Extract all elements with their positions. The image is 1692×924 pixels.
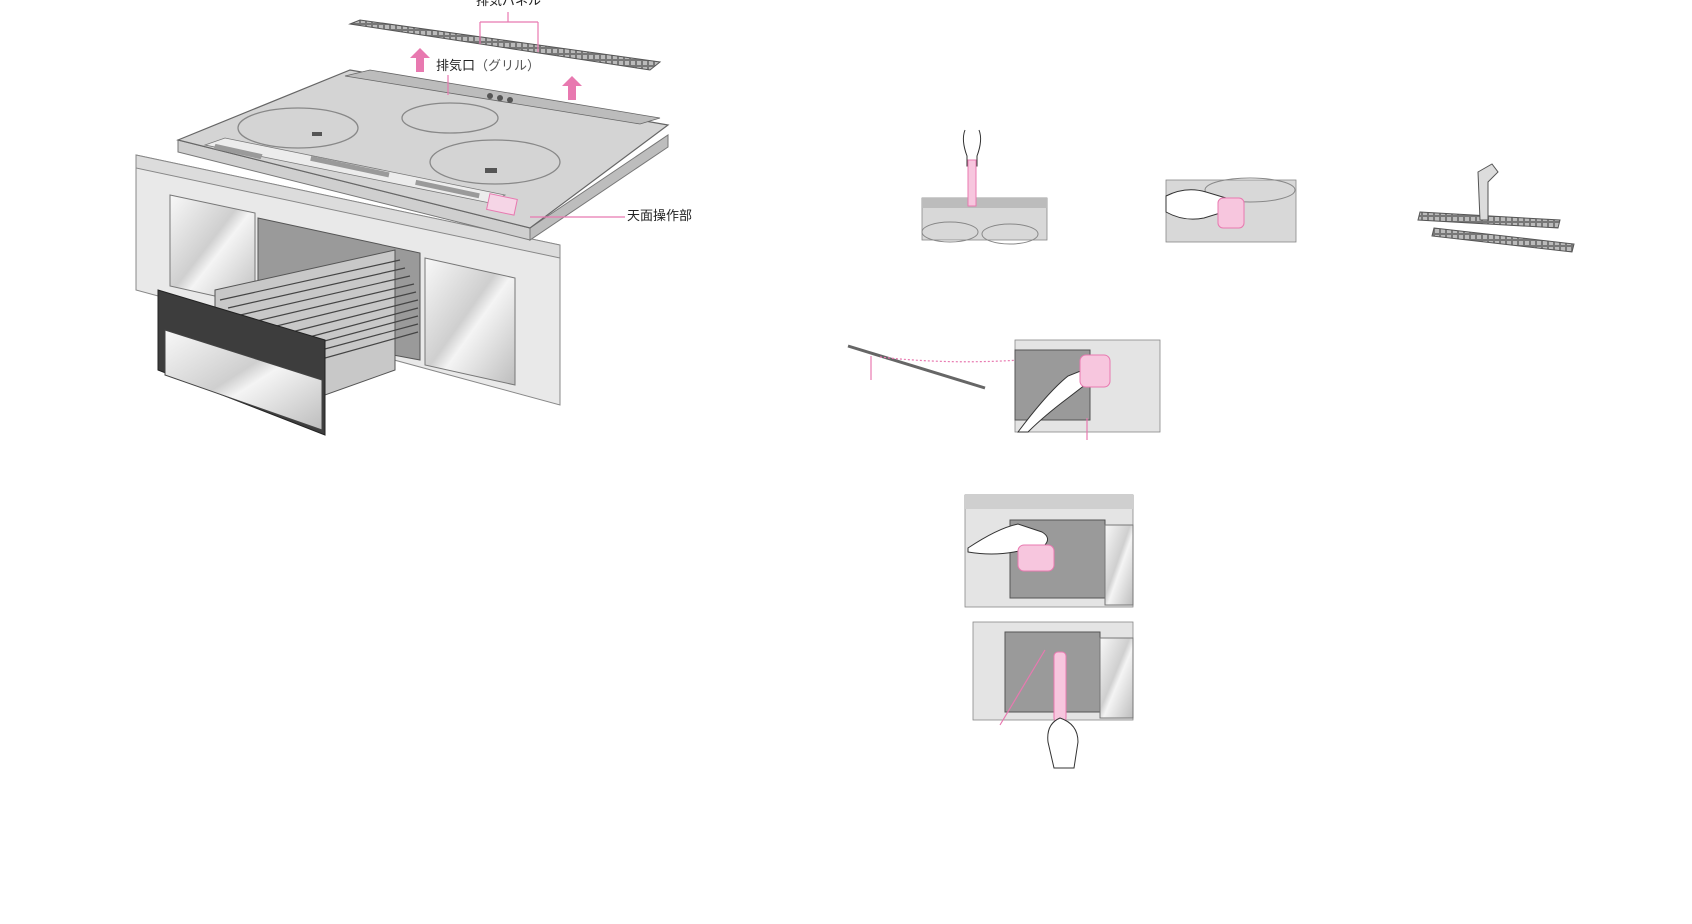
counter-top-edge — [135, 154, 561, 259]
brush-icon — [1477, 163, 1499, 221]
burner-right-mark — [485, 168, 497, 173]
exhaust-port-label-main: 排気口 — [436, 59, 476, 74]
brush-icon — [1053, 651, 1067, 723]
exhaust-port-label: 排気口（グリル） — [436, 59, 540, 75]
exhaust-panel-label: 排気パネル — [476, 0, 542, 9]
step-clean-panel — [1417, 163, 1575, 253]
rear-knobs — [487, 93, 513, 103]
grill-rail — [847, 344, 986, 390]
hand-icon — [1047, 717, 1079, 769]
right-cabinet-door — [424, 257, 516, 386]
grill-drawer-handle-panel — [164, 329, 323, 431]
nozzle-icon — [967, 159, 977, 207]
cooktop-illustration — [135, 12, 670, 436]
front-control-keys — [213, 143, 480, 199]
burner-left-mark — [312, 132, 322, 136]
step-wipe-top — [1165, 177, 1297, 243]
exhaust-port-label-sub: （グリル） — [475, 59, 541, 74]
exhaust-panel-leader — [479, 12, 539, 52]
step-pour-exhaust — [921, 129, 1048, 245]
lift-arrow-left — [410, 48, 430, 72]
exhaust-panel — [348, 19, 662, 71]
lift-arrow-right — [562, 76, 582, 100]
cloth-icon — [1217, 197, 1245, 229]
cooktop-surface — [176, 69, 670, 229]
step-wipe-grill-door — [847, 339, 1161, 440]
step-wipe-grill-interior — [964, 494, 1134, 608]
cooktop-right-side — [529, 134, 669, 241]
cloth-icon — [1079, 354, 1111, 388]
burner-right — [429, 139, 561, 185]
cloth-icon — [1017, 544, 1055, 572]
step-brush-grill-interior — [972, 621, 1134, 769]
top-control-label: 天面操作部 — [627, 209, 693, 224]
burner-left — [237, 107, 359, 149]
top-control-panel — [486, 193, 518, 216]
burner-center — [401, 102, 499, 134]
